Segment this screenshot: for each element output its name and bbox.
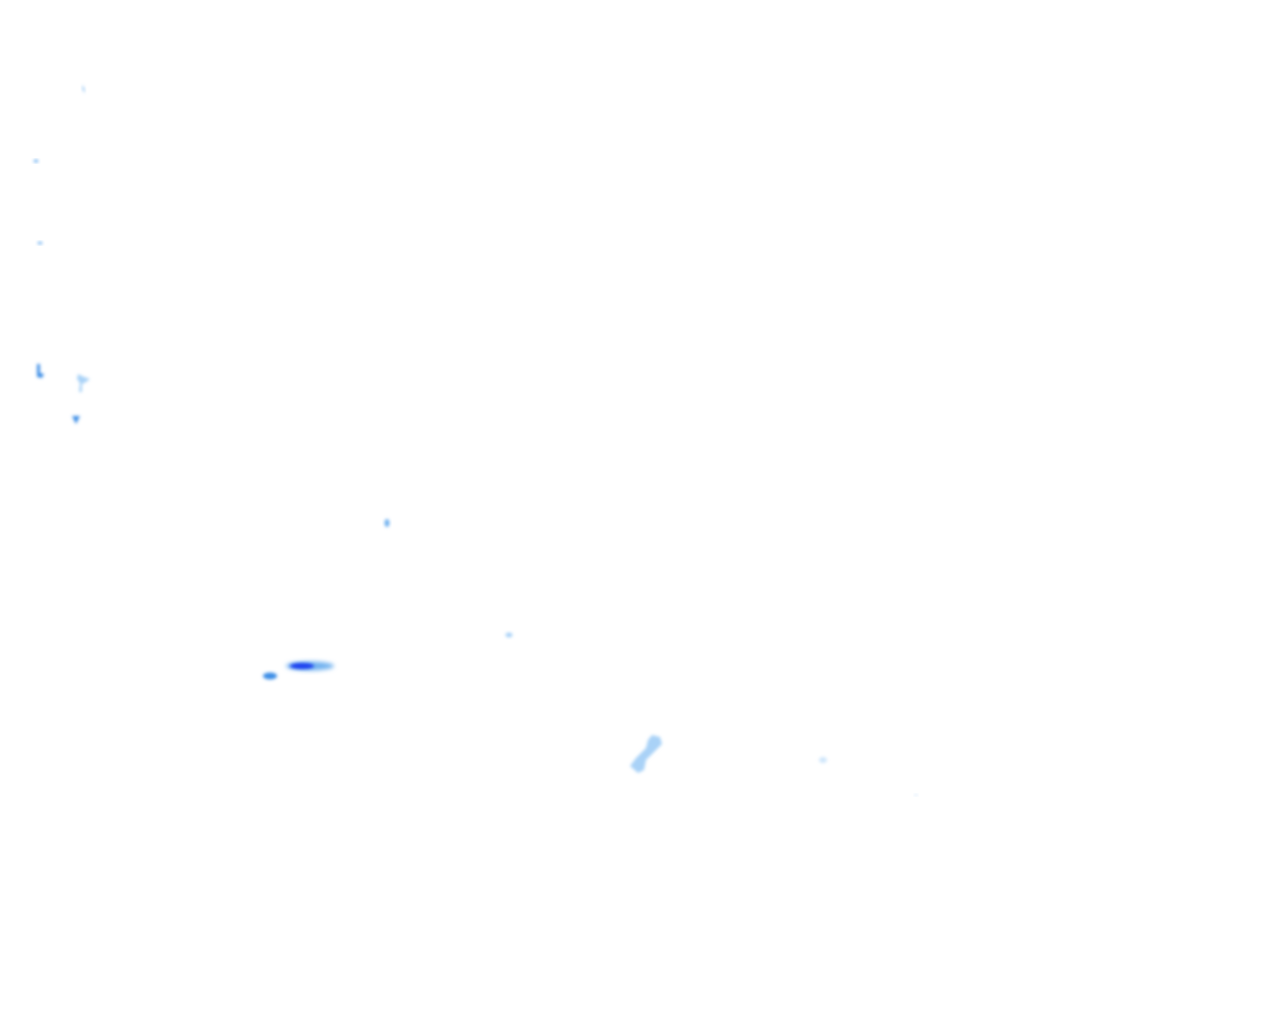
radar-echo	[82, 85, 85, 93]
radar-echo	[505, 632, 513, 638]
radar-echo	[914, 794, 918, 796]
radar-echo	[33, 159, 39, 163]
radar-echo	[384, 519, 390, 527]
radar-echo	[37, 241, 43, 245]
radar-echo	[77, 374, 90, 392]
radar-echo	[819, 757, 827, 763]
radar-echo	[290, 663, 314, 669]
radar-echo	[630, 735, 662, 773]
radar-echo	[263, 672, 277, 680]
radar-echo	[72, 416, 80, 424]
radar-echo	[37, 364, 44, 378]
